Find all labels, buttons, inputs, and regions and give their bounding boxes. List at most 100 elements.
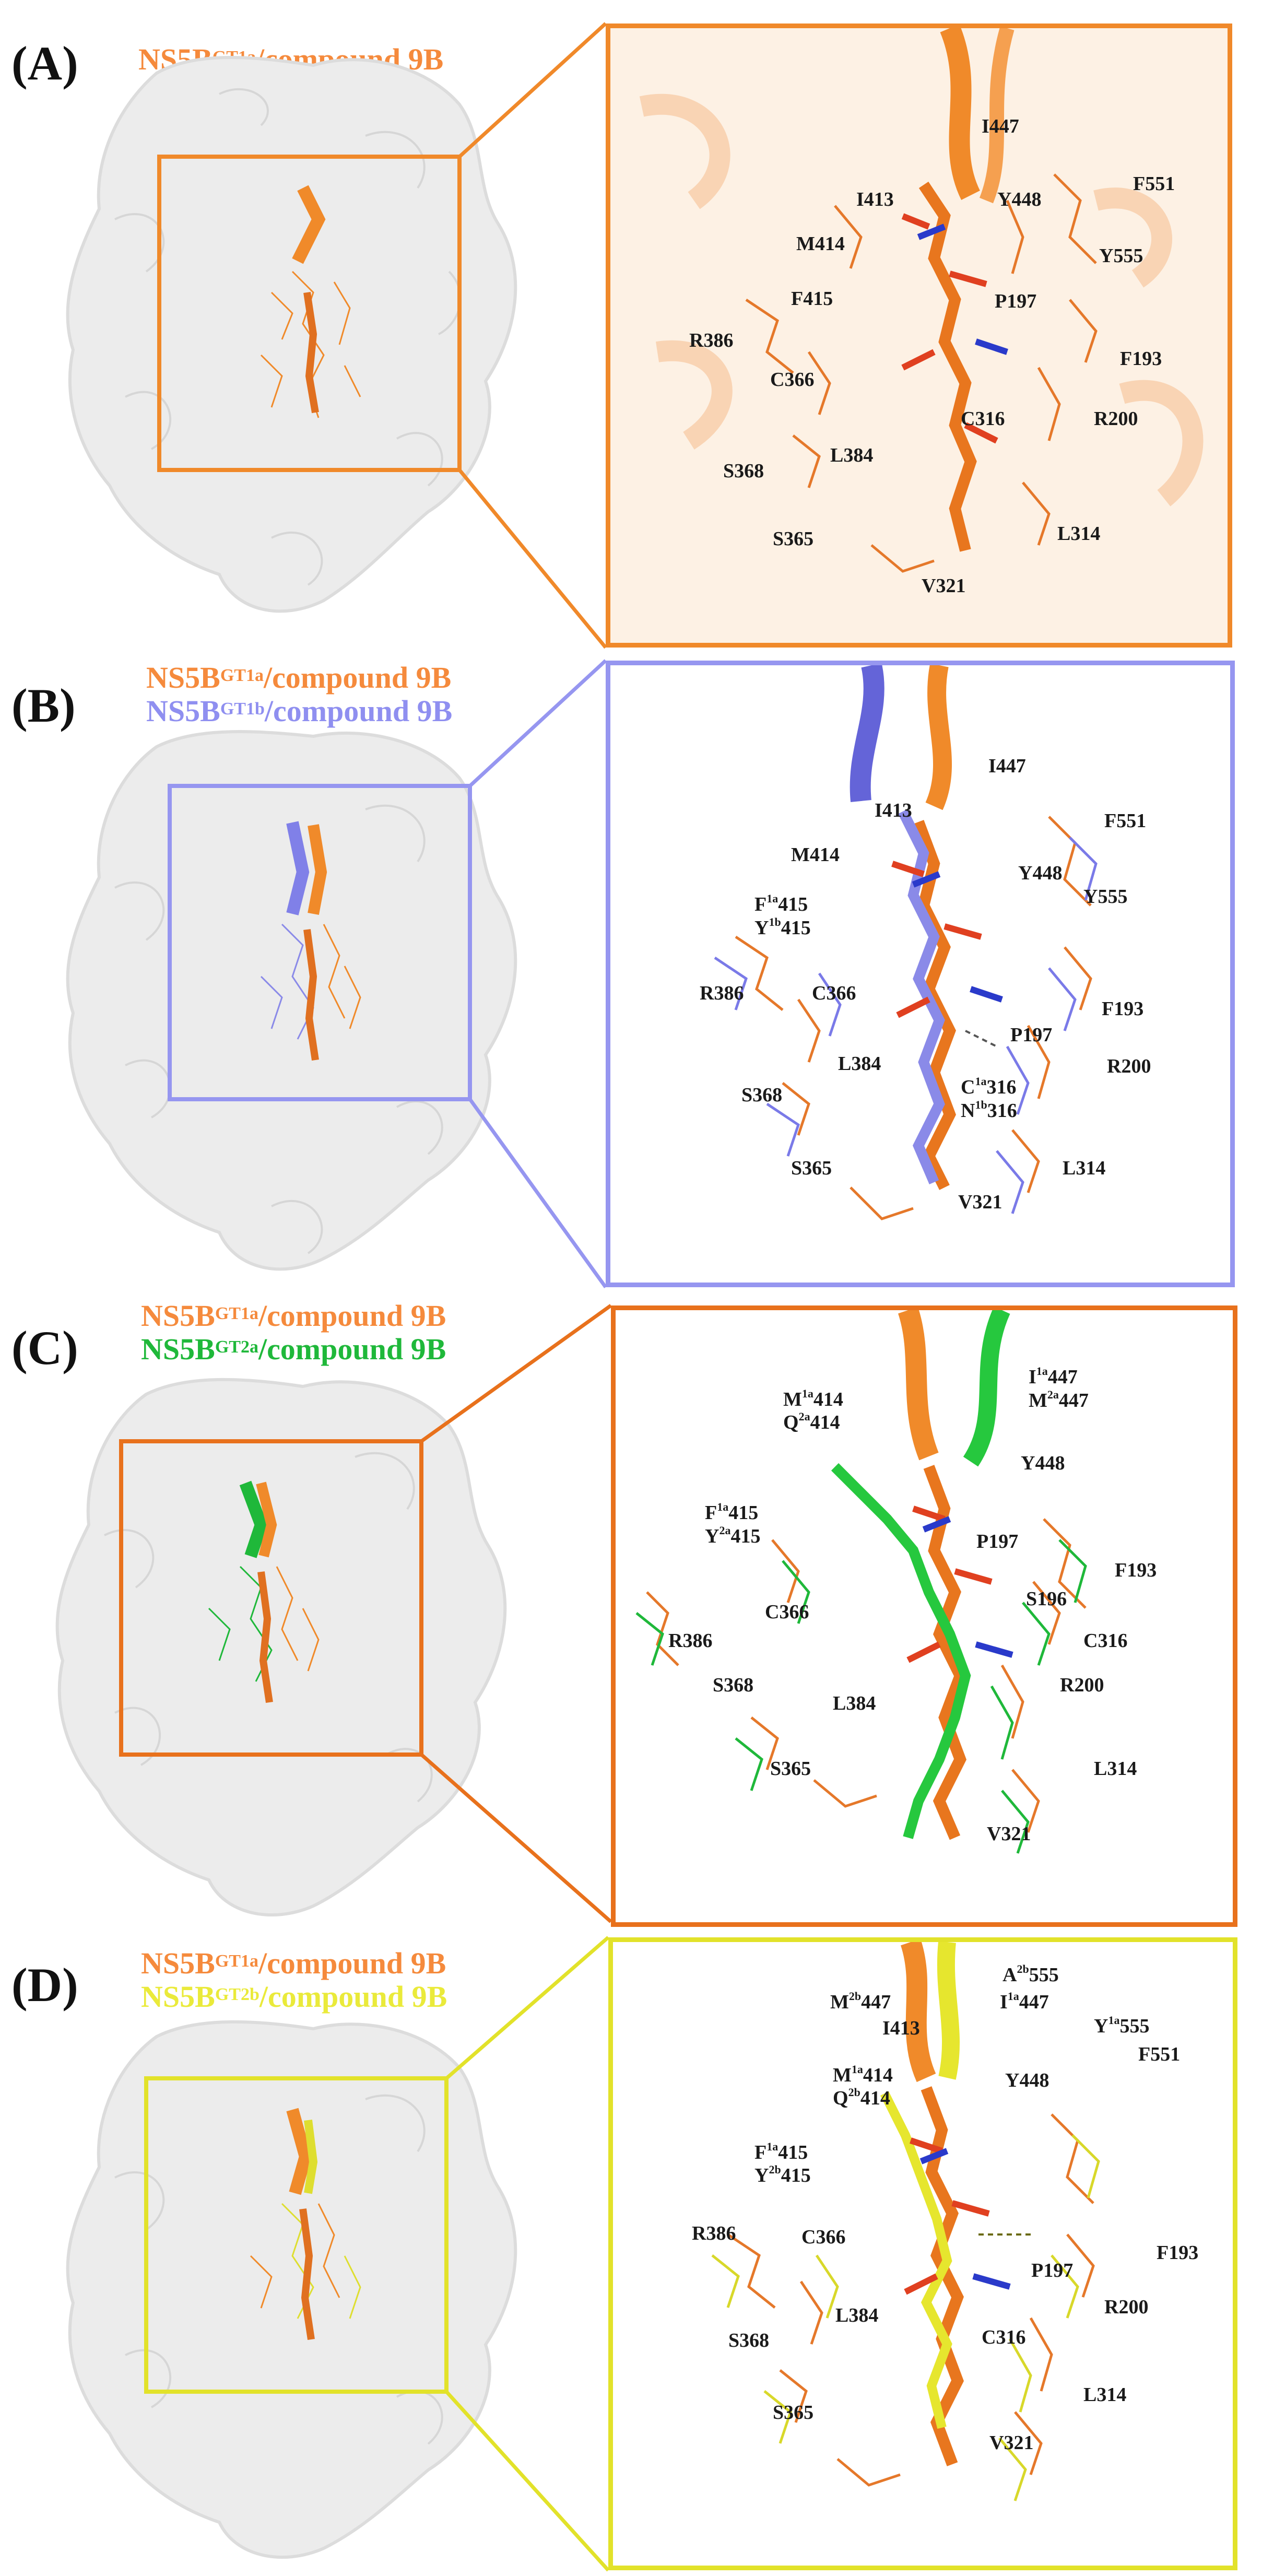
residue-label: Y2a415 bbox=[705, 1524, 761, 1547]
zoom-view bbox=[606, 23, 1232, 648]
residue-label: M414 bbox=[791, 844, 840, 866]
legend-entry-gt1a: NS5BGT1a/compound 9B bbox=[141, 1299, 446, 1333]
residue-label: M1a414 bbox=[783, 1387, 843, 1410]
residue-label: A2b555 bbox=[1002, 1962, 1059, 1986]
panel-label: (A) bbox=[11, 37, 78, 90]
binding-site-render bbox=[639, 28, 1204, 573]
residue-label: C316 bbox=[961, 408, 1005, 430]
residue-label: S365 bbox=[791, 1157, 832, 1179]
residue-label: F1a415 bbox=[754, 2140, 808, 2163]
residue-label: R200 bbox=[1060, 1674, 1104, 1696]
residue-label: R386 bbox=[668, 1630, 713, 1652]
residue-label: C366 bbox=[812, 982, 856, 1004]
zoom-view bbox=[611, 1305, 1237, 1927]
residue-label: Y555 bbox=[1099, 245, 1143, 267]
residue-label: C366 bbox=[765, 1601, 809, 1623]
legend-entry-gt2b: NS5BGT2b/compound 9B bbox=[141, 1980, 447, 2014]
residue-label: L384 bbox=[830, 444, 874, 466]
connector-line bbox=[420, 1304, 612, 1443]
residue-label: R200 bbox=[1107, 1055, 1151, 1077]
panel-label: (D) bbox=[11, 1958, 78, 2012]
residue-label: C316 bbox=[1083, 1630, 1128, 1652]
residue-label: N1b316 bbox=[961, 1098, 1017, 1122]
connector-line bbox=[445, 1936, 610, 2080]
residue-label: F415 bbox=[791, 288, 833, 310]
residue-label: F551 bbox=[1138, 2043, 1181, 2065]
connector-line bbox=[420, 1753, 612, 1923]
residue-label: R386 bbox=[689, 330, 734, 351]
residue-label: F193 bbox=[1102, 998, 1144, 1020]
connector-line bbox=[468, 659, 607, 787]
legend-entry-gt1a: NS5BGT1a/compound 9B bbox=[141, 1946, 446, 1980]
binding-site-render bbox=[714, 665, 1098, 1220]
residue-label: Y1b415 bbox=[754, 915, 811, 939]
residue-label: M414 bbox=[796, 233, 845, 255]
panel-b: (B) NS5BGT1a/compound 9B NS5BGT1b/compou… bbox=[0, 653, 1262, 1295]
residue-label: L314 bbox=[1083, 2384, 1127, 2406]
residue-label: L384 bbox=[833, 1692, 876, 1714]
binding-site-render bbox=[635, 1310, 1087, 1854]
residue-label: Q2a414 bbox=[783, 1410, 840, 1433]
residue-label: R200 bbox=[1104, 2296, 1149, 2318]
residue-label: S368 bbox=[728, 2330, 770, 2351]
residue-label: C366 bbox=[770, 369, 815, 391]
residue-label: F193 bbox=[1120, 348, 1162, 370]
panel-label: (B) bbox=[11, 679, 76, 732]
residue-label: S368 bbox=[723, 460, 764, 482]
residue-label: Y1a555 bbox=[1094, 2014, 1150, 2037]
residue-label: S365 bbox=[773, 528, 814, 550]
protein-surface bbox=[66, 659, 607, 1289]
residue-label: Y448 bbox=[1021, 1452, 1065, 1474]
residue-label: F551 bbox=[1104, 810, 1147, 832]
connector-line bbox=[458, 22, 607, 158]
residue-label: L314 bbox=[1063, 1157, 1106, 1179]
residue-label: R386 bbox=[700, 982, 744, 1004]
residue-label: S368 bbox=[713, 1674, 754, 1696]
residue-label: C316 bbox=[982, 2326, 1026, 2348]
residue-label: I447 bbox=[982, 115, 1019, 137]
panel-d: (D) NS5BGT1a/compound 9B NS5BGT2b/compou… bbox=[0, 1932, 1262, 2576]
residue-label: I413 bbox=[856, 189, 894, 210]
residue-label: P197 bbox=[995, 290, 1037, 312]
residue-label: P197 bbox=[1031, 2260, 1074, 2281]
selection-box bbox=[144, 2076, 449, 2394]
residue-label: Q2b414 bbox=[833, 2086, 890, 2109]
residue-label: Y448 bbox=[1005, 2069, 1049, 2091]
binding-site-render bbox=[711, 1942, 1100, 2501]
residue-label: I413 bbox=[882, 2017, 920, 2039]
residue-label: I413 bbox=[875, 799, 912, 821]
residue-label: M1a414 bbox=[833, 2063, 893, 2086]
residue-label: S365 bbox=[770, 1758, 811, 1780]
residue-label: R386 bbox=[692, 2222, 736, 2244]
residue-label: Y555 bbox=[1083, 886, 1128, 908]
residue-label: L384 bbox=[835, 2304, 879, 2326]
residue-label: I1a447 bbox=[1029, 1365, 1078, 1388]
residue-label: L384 bbox=[838, 1053, 881, 1075]
residue-label: P197 bbox=[1010, 1024, 1053, 1046]
residue-label: F193 bbox=[1115, 1559, 1157, 1581]
residue-label: Y448 bbox=[997, 189, 1042, 210]
residue-label: F193 bbox=[1157, 2242, 1199, 2264]
residue-label: P197 bbox=[976, 1531, 1019, 1552]
residue-label: I447 bbox=[988, 755, 1026, 777]
selection-box bbox=[119, 1439, 423, 1757]
legend-entry-gt2a: NS5BGT2a/compound 9B bbox=[141, 1332, 446, 1366]
residue-label: V321 bbox=[922, 575, 966, 597]
residue-label: V321 bbox=[958, 1191, 1002, 1213]
residue-label: S365 bbox=[773, 2402, 814, 2424]
legend-entry-gt1a: NS5BGT1a/compound 9B bbox=[146, 661, 452, 695]
protein-surface bbox=[66, 1936, 610, 2572]
residue-label: V321 bbox=[989, 2432, 1034, 2454]
legend-entry-gt1b: NS5BGT1b/compound 9B bbox=[146, 694, 453, 728]
connector-line bbox=[445, 2390, 610, 2572]
connector-line bbox=[458, 468, 607, 649]
residue-label: I1a447 bbox=[1000, 1990, 1049, 2013]
zoom-view bbox=[606, 661, 1235, 1287]
connector-line bbox=[468, 1098, 607, 1289]
residue-label: F1a415 bbox=[754, 892, 808, 915]
panel-label: (C) bbox=[11, 1321, 78, 1374]
selection-box bbox=[168, 784, 472, 1101]
protein-surface bbox=[66, 22, 607, 649]
residue-label: S196 bbox=[1026, 1588, 1067, 1610]
panel-a: (A) NS5BGT1a/compound 9B bbox=[0, 0, 1262, 653]
